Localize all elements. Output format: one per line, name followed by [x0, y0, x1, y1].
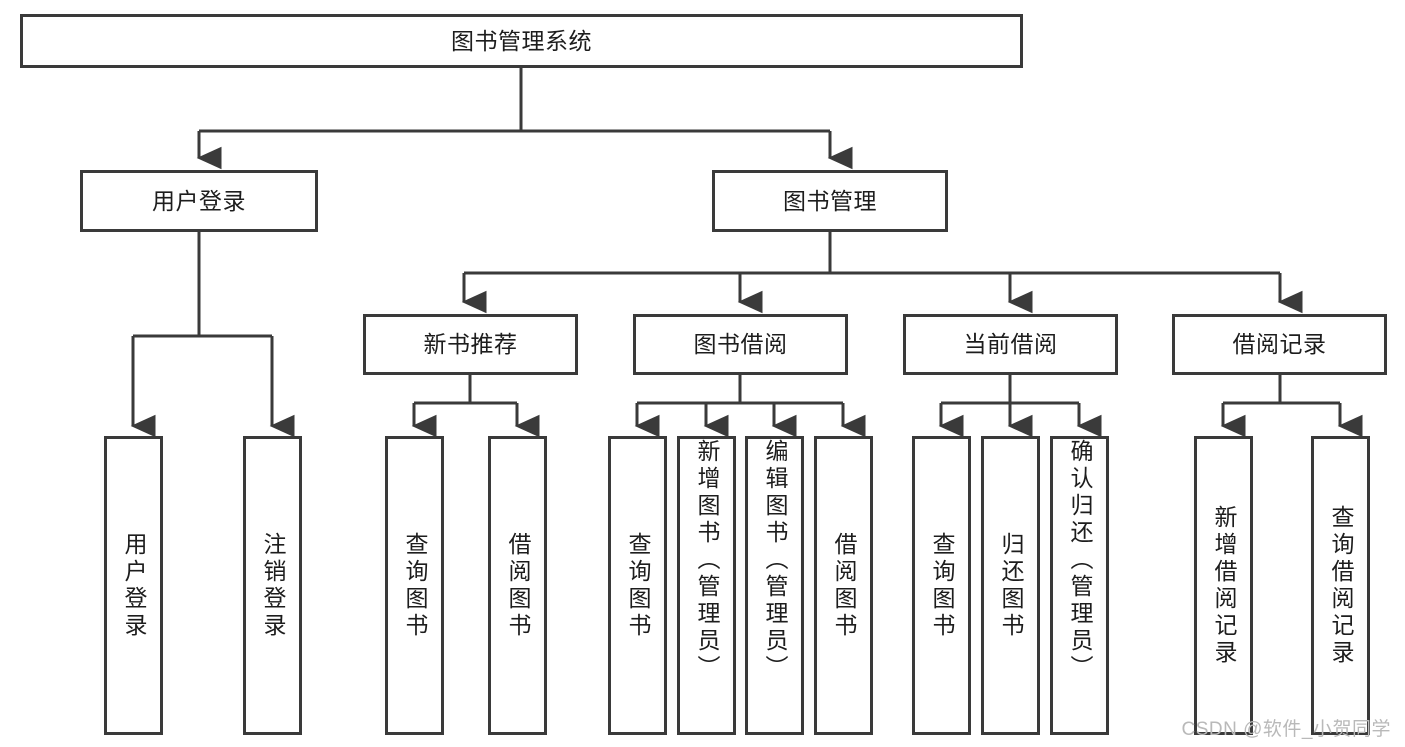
node-borrow-record-label: 借阅记录 [1232, 331, 1327, 358]
watermark-text: CSDN @软件_小贺同学 [1181, 719, 1391, 740]
node-leaf-confirm-return[interactable]: 确认归还（管理员） [1050, 436, 1109, 735]
node-leaf-borrow-book-2[interactable]: 借阅图书 [814, 436, 873, 735]
node-leaf-query-record[interactable]: 查询借阅记录 [1311, 436, 1370, 735]
node-leaf-query-book-3-label: 查询图书 [929, 531, 955, 640]
node-current-borrow-label: 当前借阅 [963, 331, 1058, 358]
node-leaf-add-record-label: 新增借阅记录 [1211, 504, 1237, 667]
node-leaf-borrow-book-2-label: 借阅图书 [831, 531, 857, 640]
node-leaf-add-book-label: 新增图书（管理员） [694, 439, 720, 682]
node-book-borrow[interactable]: 图书借阅 [633, 314, 848, 375]
node-current-borrow[interactable]: 当前借阅 [903, 314, 1118, 375]
node-leaf-user-logout[interactable]: 注销登录 [243, 436, 302, 735]
node-leaf-user-logout-label: 注销登录 [260, 531, 286, 640]
node-book-manage-label: 图书管理 [783, 187, 877, 214]
node-leaf-query-book-1-label: 查询图书 [402, 531, 428, 640]
node-user-login[interactable]: 用户登录 [80, 170, 318, 232]
node-leaf-user-login-label: 用户登录 [121, 531, 147, 640]
node-leaf-add-book[interactable]: 新增图书（管理员） [677, 436, 736, 735]
node-book-manage[interactable]: 图书管理 [712, 170, 948, 232]
node-user-login-label: 用户登录 [152, 187, 246, 214]
node-leaf-query-book-2[interactable]: 查询图书 [608, 436, 667, 735]
node-leaf-query-book-2-label: 查询图书 [625, 531, 651, 640]
node-leaf-query-book-3[interactable]: 查询图书 [912, 436, 971, 735]
node-root[interactable]: 图书管理系统 [20, 14, 1023, 68]
node-root-label: 图书管理系统 [451, 27, 592, 54]
node-leaf-confirm-return-label: 确认归还（管理员） [1067, 439, 1093, 682]
node-leaf-edit-book-label: 编辑图书（管理员） [762, 439, 788, 682]
node-leaf-return-book-label: 归还图书 [998, 531, 1024, 640]
node-leaf-query-record-label: 查询借阅记录 [1328, 504, 1354, 667]
node-book-borrow-label: 图书借阅 [693, 331, 788, 358]
node-leaf-query-book-1[interactable]: 查询图书 [385, 436, 444, 735]
node-new-book-recommend[interactable]: 新书推荐 [363, 314, 578, 375]
node-borrow-record[interactable]: 借阅记录 [1172, 314, 1387, 375]
node-leaf-edit-book[interactable]: 编辑图书（管理员） [745, 436, 804, 735]
node-leaf-borrow-book-1[interactable]: 借阅图书 [488, 436, 547, 735]
node-leaf-add-record[interactable]: 新增借阅记录 [1194, 436, 1253, 735]
node-leaf-user-login[interactable]: 用户登录 [104, 436, 163, 735]
node-leaf-return-book[interactable]: 归还图书 [981, 436, 1040, 735]
node-leaf-borrow-book-1-label: 借阅图书 [505, 531, 531, 640]
node-new-book-recommend-label: 新书推荐 [423, 331, 518, 358]
